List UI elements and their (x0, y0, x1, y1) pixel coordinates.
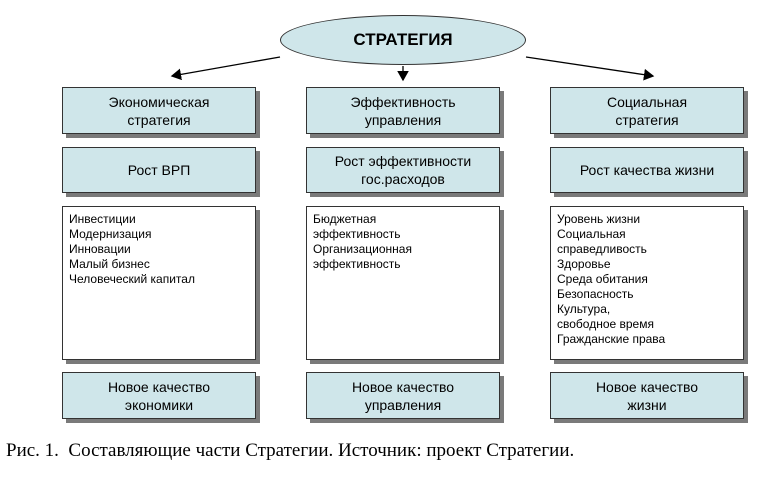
list-item: Безопасность (557, 287, 634, 301)
management-efficiency-header: Эффективность управления (306, 87, 500, 134)
list-item: Среда обитания (557, 272, 648, 286)
list-item: Малый бизнес (69, 257, 150, 271)
list-item: Инновации (69, 242, 131, 256)
list-item: Социальная справедливость (557, 227, 647, 256)
management-items-list: Бюджетная эффективность Организационная … (306, 206, 500, 360)
arrow-to-social (525, 56, 655, 81)
arrow-to-economic (170, 56, 281, 81)
management-goal: Рост эффективности гос.расходов (306, 147, 500, 193)
figure-caption: Рис. 1. Составляющие части Стратегии. Ис… (6, 440, 575, 461)
economic-goal: Рост ВРП (62, 147, 256, 193)
social-items-list: Уровень жизни Социальная справедливость … (550, 206, 744, 360)
list-item: Организационная эффективность (313, 242, 412, 271)
list-item: Бюджетная эффективность (313, 212, 401, 241)
list-item: Инвестиции (69, 212, 136, 226)
economic-outcome: Новое качество экономики (62, 372, 256, 419)
list-item: Человеческий капитал (69, 272, 195, 286)
list-item: Уровень жизни (557, 212, 641, 226)
list-item: Культура, свободное время (557, 302, 654, 331)
social-goal: Рост качества жизни (550, 147, 744, 193)
social-strategy-header: Социальная стратегия (550, 87, 744, 134)
strategy-root-label: СТРАТЕГИЯ (353, 30, 453, 49)
economic-items-list: Инвестиции Модернизация Инновации Малый … (62, 206, 256, 360)
strategy-root-node: СТРАТЕГИЯ (280, 15, 526, 65)
list-item: Модернизация (69, 227, 152, 241)
social-outcome: Новое качество жизни (550, 372, 744, 419)
list-item: Гражданские права (557, 332, 666, 346)
economic-strategy-header: Экономическая стратегия (62, 87, 256, 134)
management-outcome: Новое качество управления (306, 372, 500, 419)
list-item: Здоровье (557, 257, 611, 271)
